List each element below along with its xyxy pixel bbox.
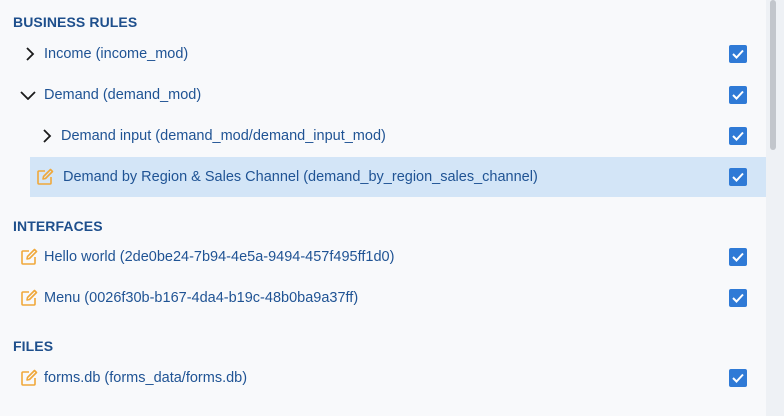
tree-item-hello-world[interactable]: Hello world (2de0be24-7b94-4e5a-9494-457… xyxy=(0,237,766,277)
tree-item-menu[interactable]: Menu (0026f30b-b167-4da4-b19c-48b0ba9a37… xyxy=(0,278,766,318)
tree-item-label: forms.db (forms_data/forms.db) xyxy=(44,370,248,386)
section-header-files: FILES xyxy=(13,338,54,354)
edit-icon xyxy=(36,168,54,186)
tree-item-label: Demand (demand_mod) xyxy=(44,87,202,103)
tree-item-label: Menu (0026f30b-b167-4da4-b19c-48b0ba9a37… xyxy=(44,290,359,306)
export-panel: BUSINESS RULES Income (income_mod) Deman… xyxy=(0,14,766,398)
tree-item-forms-db[interactable]: forms.db (forms_data/forms.db) xyxy=(0,358,766,398)
section-header-interfaces: INTERFACES xyxy=(13,218,103,234)
edit-icon xyxy=(20,369,38,387)
tree-item-demand[interactable]: Demand (demand_mod) xyxy=(0,75,766,115)
chevron-right-icon[interactable] xyxy=(38,127,56,145)
include-checkbox[interactable] xyxy=(729,248,747,266)
chevron-down-icon[interactable] xyxy=(19,86,37,104)
tree-item-income[interactable]: Income (income_mod) xyxy=(0,34,766,74)
tree-item-label: Demand input (demand_mod/demand_input_mo… xyxy=(61,128,386,144)
include-checkbox[interactable] xyxy=(729,127,747,145)
include-checkbox[interactable] xyxy=(729,86,747,104)
section-header-business-rules: BUSINESS RULES xyxy=(13,14,138,30)
tree-item-demand-input[interactable]: Demand input (demand_mod/demand_input_mo… xyxy=(0,116,766,156)
edit-icon xyxy=(20,289,38,307)
include-checkbox[interactable] xyxy=(729,369,747,387)
chevron-right-icon[interactable] xyxy=(21,45,39,63)
include-checkbox[interactable] xyxy=(729,168,747,186)
tree-item-label: Hello world (2de0be24-7b94-4e5a-9494-457… xyxy=(44,249,395,265)
edit-icon xyxy=(20,248,38,266)
include-checkbox[interactable] xyxy=(729,289,747,307)
tree-item-label: Income (income_mod) xyxy=(44,46,189,62)
scrollbar-thumb[interactable] xyxy=(770,0,776,150)
tree-item-label: Demand by Region & Sales Channel (demand… xyxy=(63,169,538,185)
tree-item-demand-by-region[interactable]: Demand by Region & Sales Channel (demand… xyxy=(30,157,766,197)
include-checkbox[interactable] xyxy=(729,45,747,63)
vertical-scrollbar[interactable] xyxy=(766,0,784,416)
